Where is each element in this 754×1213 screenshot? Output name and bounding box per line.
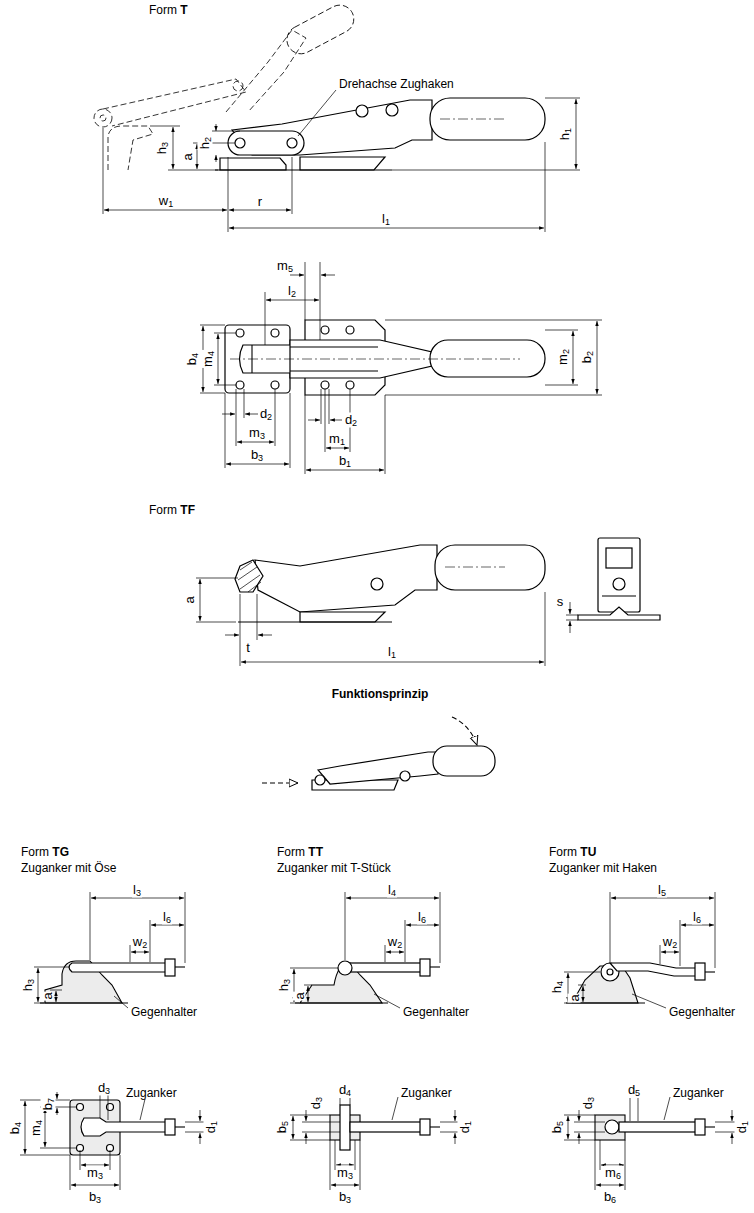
- dimension-label: m5: [276, 259, 294, 274]
- annotation-text: Gegenhalter: [402, 1006, 470, 1018]
- annotation-text: Gegenhalter: [130, 1006, 198, 1018]
- dimension-label: b3: [88, 1190, 102, 1205]
- annotation-text: Form TG: [20, 846, 70, 858]
- dimension-label: b3: [338, 1190, 352, 1205]
- annotation-text: Gegenhalter: [668, 1006, 736, 1018]
- annotation-text: Form TT: [276, 846, 324, 858]
- dimension-label: b1: [338, 454, 352, 469]
- dimension-label: b5: [275, 1120, 290, 1134]
- dimension-label: d1: [458, 1120, 473, 1134]
- annotation-text: Zuganker: [400, 1087, 453, 1099]
- dimension-label: a: [568, 993, 581, 1002]
- dimension-label: d3: [309, 1096, 324, 1110]
- dimension-label: h3: [155, 141, 170, 155]
- dimension-label: b7: [41, 1097, 56, 1111]
- dimension-label: b4: [8, 1121, 23, 1135]
- dimension-label: l6: [162, 910, 172, 925]
- dimension-label: d1: [204, 1120, 219, 1134]
- dimension-label: d2: [259, 407, 273, 422]
- dimension-label: a: [293, 991, 306, 1000]
- dimension-label: d3: [581, 1096, 596, 1110]
- dimension-label: d4: [338, 1083, 352, 1098]
- dimension-label: m1: [328, 432, 346, 447]
- dimension-label: w1: [158, 194, 174, 209]
- dimension-label: d1: [735, 1120, 750, 1134]
- annotation-text: Drehachse Zughaken: [338, 78, 455, 90]
- dimension-label: Funktionsprinzip: [331, 688, 430, 700]
- dimension-label: h2: [198, 136, 213, 150]
- dimension-label: h4: [550, 980, 565, 994]
- dimension-label: l4: [387, 883, 397, 898]
- dimension-label: w2: [132, 935, 148, 950]
- dimension-label: d2: [344, 413, 358, 428]
- dimension-label: a: [181, 152, 194, 161]
- dimension-label: a: [183, 595, 196, 604]
- dimension-label: b3: [250, 448, 264, 463]
- dimension-label: b6: [603, 1190, 617, 1205]
- dimension-label: w2: [662, 935, 678, 950]
- dimension-label: l2: [287, 284, 297, 299]
- dimension-label: l1: [381, 212, 391, 227]
- dimension-label: d5: [627, 1083, 641, 1098]
- dimension-label: m3: [336, 1166, 354, 1181]
- dimension-label: b4: [185, 352, 200, 366]
- dimension-label: t: [245, 641, 251, 654]
- dimension-label: h1: [558, 127, 573, 141]
- dimension-label: m2: [556, 348, 571, 366]
- dimension-label: s: [556, 595, 565, 608]
- annotation-text: Form T: [148, 4, 189, 16]
- dimension-label: m4: [29, 1119, 44, 1137]
- dimension-label: d3: [97, 1081, 111, 1096]
- dimension-label: r: [257, 195, 263, 208]
- dimension-label: h3: [21, 978, 36, 992]
- annotation-text: Form TF: [148, 504, 196, 516]
- annotation-text: Zuganker mit Haken: [548, 862, 658, 874]
- annotation-text: Zuganker mit T-Stück: [276, 862, 392, 874]
- dimension-label: m6: [604, 1166, 622, 1181]
- dimension-label: h3: [277, 978, 292, 992]
- dimension-label: l3: [132, 883, 142, 898]
- dimension-label: b5: [550, 1120, 565, 1134]
- dimension-label: l1: [387, 645, 397, 660]
- annotation-text: Zuganker: [125, 1087, 178, 1099]
- annotation-text: Zuganker: [672, 1087, 725, 1099]
- dimension-label: m4: [201, 350, 216, 368]
- dimension-label: m3: [86, 1166, 104, 1181]
- dimension-label: m3: [248, 426, 266, 441]
- dimension-label: l6: [417, 910, 427, 925]
- dimension-label: b2: [580, 350, 595, 364]
- dimension-label: l6: [692, 910, 702, 925]
- annotation-text: Form TU: [548, 846, 597, 858]
- dimension-label: l5: [657, 883, 667, 898]
- dimension-label: w2: [387, 935, 403, 950]
- annotation-text: Zuganker mit Öse: [20, 862, 117, 874]
- dimension-label: a: [41, 991, 54, 1000]
